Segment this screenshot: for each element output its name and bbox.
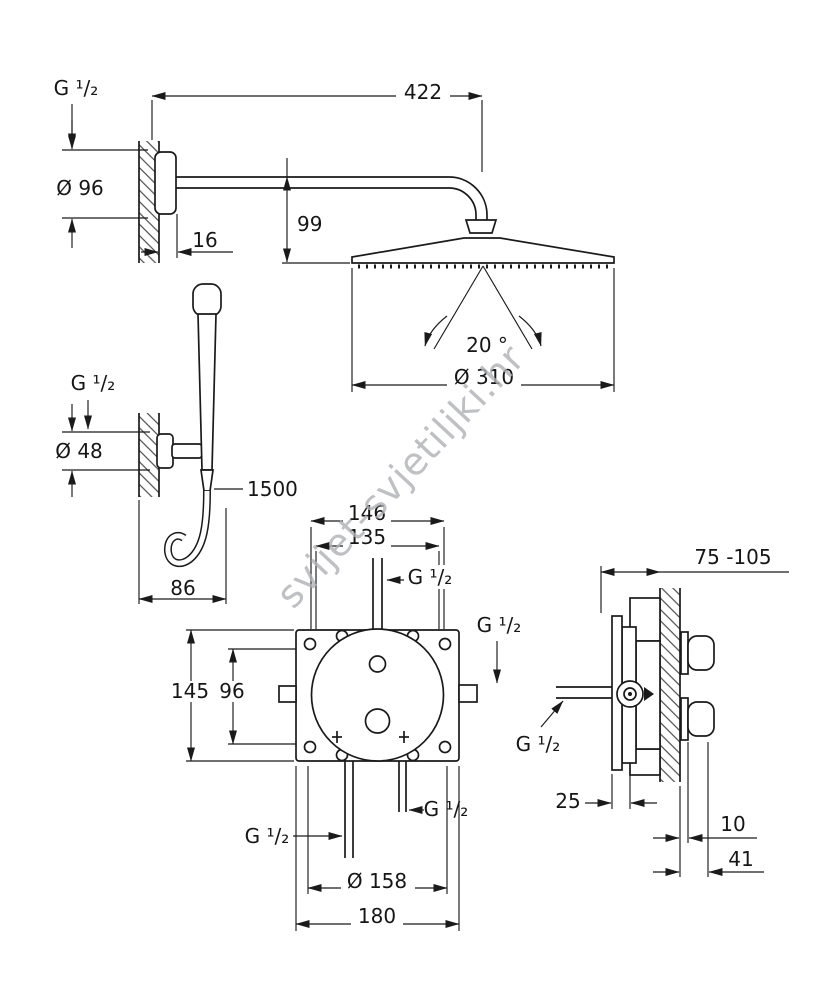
escutcheon-depth-dim: 16 bbox=[192, 228, 217, 252]
width-146-dim: 146 bbox=[348, 501, 386, 525]
head-shower bbox=[351, 237, 615, 269]
right-stub bbox=[458, 684, 478, 703]
wall-offset-dim: 86 bbox=[170, 576, 195, 600]
mixer-side-view bbox=[556, 597, 715, 776]
top-knob bbox=[687, 635, 715, 671]
drawing-geometry bbox=[138, 141, 715, 858]
left-stub bbox=[278, 685, 297, 703]
dimension-text-backgrounds bbox=[160, 82, 521, 927]
thermostat-port bbox=[368, 655, 387, 673]
depth-10-dim: 10 bbox=[720, 812, 745, 836]
flow-arrow-icon bbox=[644, 687, 654, 701]
dimension-lines bbox=[62, 92, 789, 931]
holder-escutcheon bbox=[156, 433, 174, 469]
thread-label-bottom-right: G ¹/₂ bbox=[424, 797, 469, 821]
width-180-dim: 180 bbox=[358, 904, 396, 928]
thread-label-inlet: G ¹/₂ bbox=[516, 732, 561, 756]
hand-shower-head bbox=[192, 283, 222, 317]
depth-41-dim: 41 bbox=[728, 847, 753, 871]
hose-connector bbox=[200, 469, 214, 492]
height-96-dim: 96 bbox=[219, 679, 244, 703]
height-145-dim: 145 bbox=[171, 679, 209, 703]
spray-angle-dim: 20 ° bbox=[466, 333, 508, 357]
arm-nut bbox=[464, 219, 498, 234]
depth-25-dim: 25 bbox=[555, 789, 580, 813]
width-135-dim: 135 bbox=[348, 525, 386, 549]
install-depth-dim: 75 -105 bbox=[694, 545, 771, 569]
hose-length-dim: 1500 bbox=[247, 477, 298, 501]
thread-label-head: G ¹/₂ bbox=[54, 76, 99, 100]
shower-arm bbox=[154, 151, 498, 234]
drop-height-dim: 99 bbox=[297, 212, 322, 236]
holder-dia-dim: Ø 48 bbox=[55, 439, 103, 463]
mixer-front-view bbox=[278, 558, 478, 858]
thread-label-bottom-left: G ¹/₂ bbox=[245, 824, 290, 848]
hand-shower-handle bbox=[197, 313, 217, 471]
escutcheon-dia-dim: Ø 96 bbox=[56, 176, 104, 200]
shower-hose bbox=[163, 490, 211, 568]
thread-label-hand: G ¹/₂ bbox=[71, 371, 116, 395]
wall-section-hand-shower bbox=[138, 413, 160, 497]
head-dia-dim: Ø 310 bbox=[454, 365, 514, 389]
arm-length-dim: 422 bbox=[404, 80, 442, 104]
dimension-labels: G ¹/₂ 422 Ø 96 99 16 20 ° Ø 310 G ¹/₂ Ø … bbox=[54, 76, 772, 928]
volume-control-port bbox=[364, 708, 391, 734]
thread-label-top-pipe: G ¹/₂ bbox=[408, 565, 453, 589]
thread-label-right-stub: G ¹/₂ bbox=[477, 613, 522, 637]
wall-section-side-view bbox=[659, 588, 681, 782]
rough-in-dia-dim: Ø 158 bbox=[347, 869, 407, 893]
holder-bracket bbox=[171, 443, 203, 459]
watermark: svijet-svjetiljki.hr bbox=[268, 336, 534, 617]
hand-shower bbox=[156, 283, 222, 568]
rough-in-circle bbox=[310, 628, 445, 762]
bottom-knob bbox=[687, 701, 715, 737]
